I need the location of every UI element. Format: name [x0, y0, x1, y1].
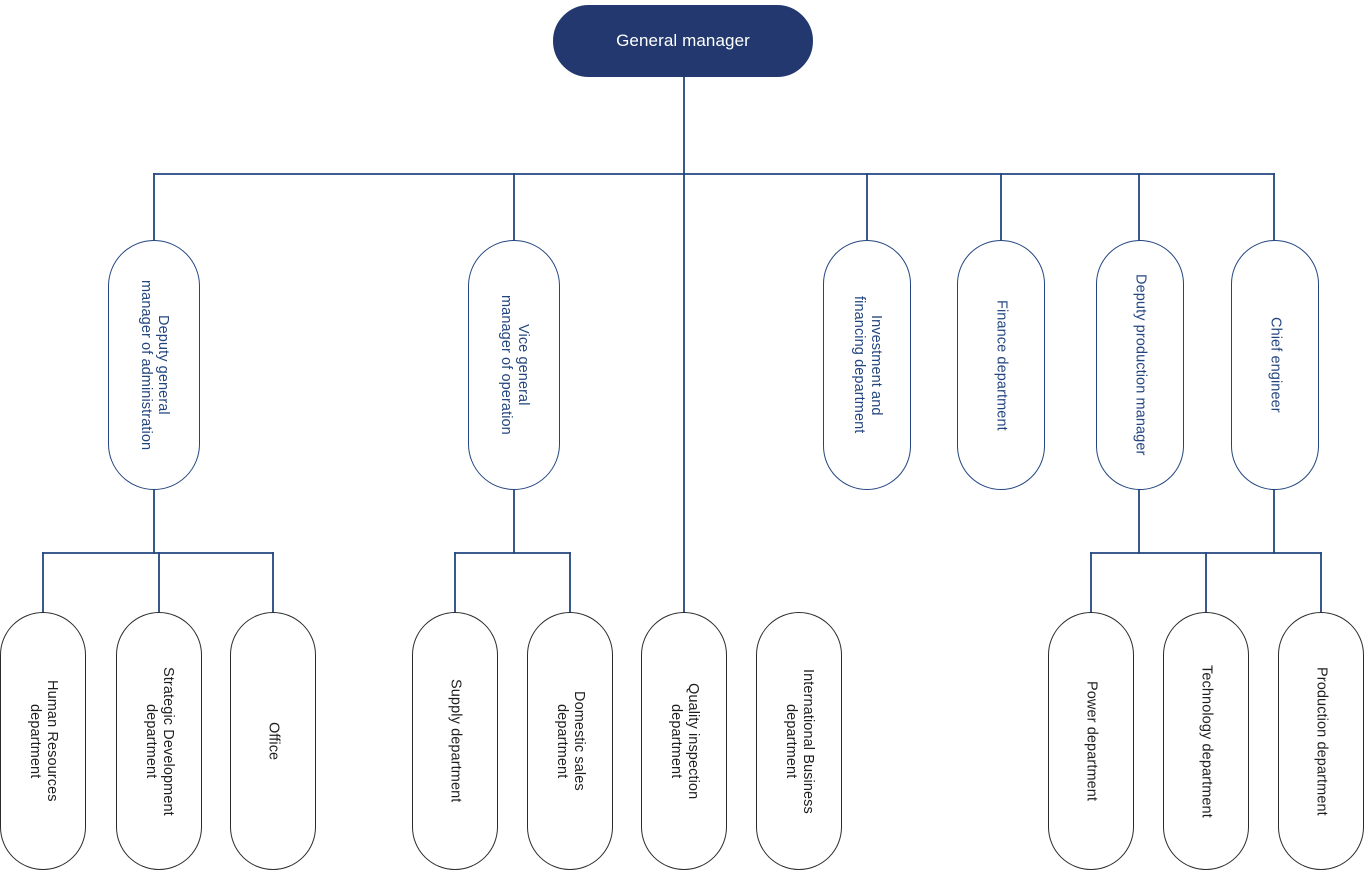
- node-label-deputy-production-manager: Deputy production manager: [1132, 274, 1149, 456]
- node-strategic-development-department[interactable]: Strategic Development department: [116, 612, 202, 870]
- node-label-production-department: Production department: [1313, 666, 1330, 816]
- node-domestic-sales-department[interactable]: Domestic sales department: [527, 612, 613, 870]
- node-label-finance-department: Finance department: [993, 299, 1010, 431]
- node-label-power-department: Power department: [1083, 680, 1100, 802]
- node-human-resources-department[interactable]: Human Resources department: [0, 612, 86, 870]
- node-supply-department[interactable]: Supply department: [412, 612, 498, 870]
- node-chief-engineer[interactable]: Chief engineer: [1231, 240, 1319, 490]
- node-label-general-manager: General manager: [616, 30, 750, 50]
- node-deputy-general-manager-of-administration[interactable]: Deputy general manager of administration: [108, 240, 200, 490]
- node-label-international-business-department: International Business department: [783, 668, 817, 814]
- node-general-manager[interactable]: General manager: [553, 5, 813, 77]
- node-label-deputy-general-manager-of-administration: Deputy general manager of administration: [138, 279, 172, 451]
- node-technology-department[interactable]: Technology department: [1163, 612, 1249, 870]
- node-label-quality-inspection-department: Quality inspection department: [668, 682, 702, 800]
- node-label-vice-general-manager-of-operation: Vice general manager of operation: [498, 295, 532, 435]
- node-vice-general-manager-of-operation[interactable]: Vice general manager of operation: [468, 240, 560, 490]
- node-label-investment-and-financing-department: Investment and financing department: [851, 296, 885, 434]
- node-label-supply-department: Supply department: [447, 679, 464, 803]
- node-deputy-production-manager[interactable]: Deputy production manager: [1096, 240, 1184, 490]
- node-label-domestic-sales-department: Domestic sales department: [554, 691, 588, 791]
- node-quality-inspection-department[interactable]: Quality inspection department: [641, 612, 727, 870]
- node-label-office: Office: [265, 721, 282, 761]
- node-investment-and-financing-department[interactable]: Investment and financing department: [823, 240, 911, 490]
- node-international-business-department[interactable]: International Business department: [756, 612, 842, 870]
- node-label-chief-engineer: Chief engineer: [1267, 317, 1284, 413]
- node-power-department[interactable]: Power department: [1048, 612, 1134, 870]
- node-label-strategic-development-department: Strategic Development department: [143, 666, 177, 816]
- node-label-technology-department: Technology department: [1198, 664, 1215, 818]
- node-label-human-resources-department: Human Resources department: [27, 680, 61, 802]
- node-office[interactable]: Office: [230, 612, 316, 870]
- node-production-department[interactable]: Production department: [1278, 612, 1364, 870]
- node-finance-department[interactable]: Finance department: [957, 240, 1045, 490]
